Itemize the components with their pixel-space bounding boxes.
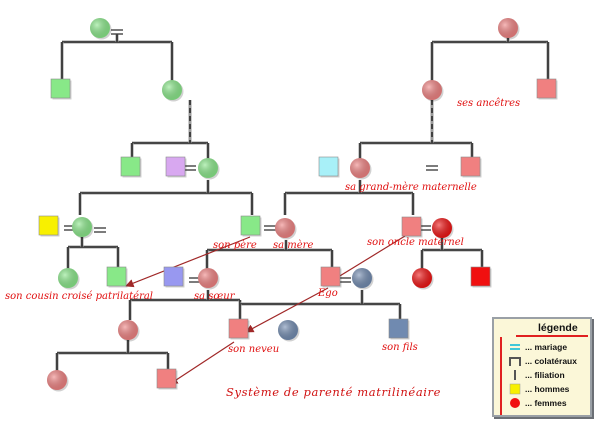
relation-arrow [125,236,251,288]
relation-arrows [125,235,406,385]
cousin-father [38,215,59,236]
ego [320,266,341,287]
ego-wife-shade [352,268,372,288]
cousin [470,266,491,287]
grandniece-shade [47,370,67,390]
legend-label: ... femmes [525,398,567,408]
aunt-paternal-shade [72,217,92,237]
pere [240,215,261,236]
legend-row-femmes: ... femmes [508,397,567,409]
fils [388,318,409,339]
legend-box: légende ... mariage ... colatéraux ... f… [492,317,592,417]
label-neveu: son neveu [228,344,279,355]
grandfather-paternal [165,156,186,177]
soeur-shade [198,268,218,288]
ancestor-woman-shade [90,18,110,38]
grandmother-paternal-shade [198,158,218,178]
legend-row-filiation: ... filiation [508,369,565,381]
niece-shade [118,320,138,340]
mere-shade [275,218,295,238]
cousin-croise [106,266,127,287]
square-icon [508,383,522,395]
legend-row-mariage: ... mariage [508,341,567,353]
relation-arrow [329,235,406,283]
legend-title: légende [538,322,578,334]
ancestor-brother [536,78,557,99]
grandfather-maternal [318,156,339,177]
cousine-shade [412,268,432,288]
legend-side-line [500,337,502,415]
cousin-sister-shade [58,268,78,288]
grand-mere-shade [350,158,370,178]
label-fils: son fils [382,342,418,353]
legend-label: ... mariage [525,342,568,352]
label-soeur: sa sœur [194,291,236,302]
legend-label: ... filiation [525,370,565,380]
mariage-icon [508,341,522,353]
legend-divider [516,335,588,337]
ancestor-son [50,78,71,99]
diagram-title: Système de parenté matrilinéaire [226,385,441,399]
label-oncle: son oncle maternel [367,237,464,248]
circle-icon [508,397,522,409]
ancestor-maternal-shade [498,18,518,38]
legend-label: ... hommes [525,384,570,394]
ancetres-shade [422,80,442,100]
label-mere: sa mère [273,240,313,251]
paternal-uncle [120,156,141,177]
label-pere: son père [213,240,257,251]
relation-arrow [245,287,329,333]
colateraux-icon [508,355,522,367]
brother-in-law [163,266,184,287]
legend-row-hommes: ... hommes [508,383,569,395]
oncle-wife-shade [432,218,452,238]
ancestor-daughter-shade [162,80,182,100]
legend-label: ... colatéraux [525,356,577,366]
relation-arrow [169,341,235,385]
label-ancetres: ses ancêtres [457,98,520,109]
grandnephew [156,368,177,389]
oncle [401,216,422,237]
maternal-great-uncle [460,156,481,177]
filiation-icon [508,369,522,381]
daughter-in-law-shade [278,320,298,340]
kin-nodes [38,18,558,392]
label-grand-mere: sa grand-mère maternelle [345,182,477,193]
kin-labels: ses ancêtres sa grand-mère maternelle son … [5,98,520,399]
label-cousin: son cousin croisé patrilatéral [5,291,153,302]
neveu [228,318,249,339]
label-ego: Ego [317,288,338,299]
legend-row-colateraux: ... colatéraux [508,355,577,367]
